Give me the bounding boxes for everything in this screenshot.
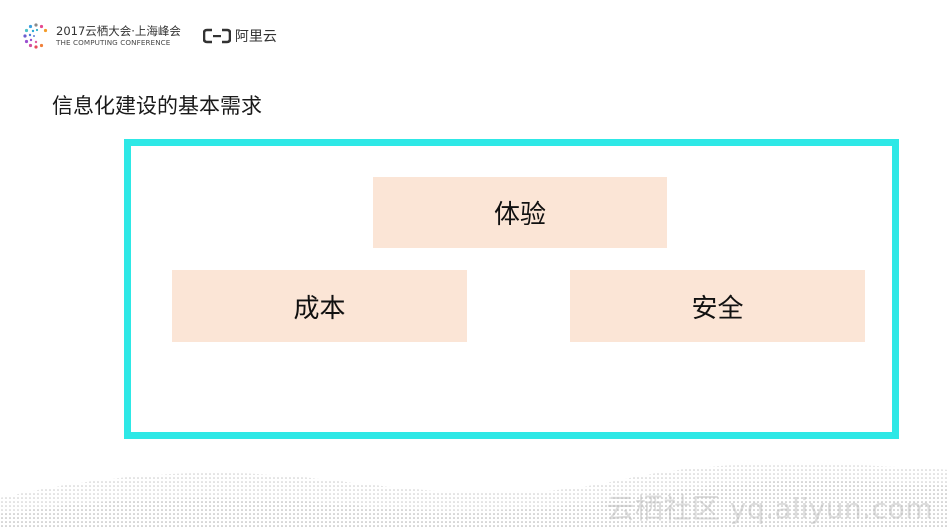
aliyun-bracket-icon — [202, 28, 231, 44]
slide-title: 信息化建设的基本需求 — [52, 94, 262, 118]
requirements-frame: 体验 成本 安全 — [124, 139, 899, 439]
aliyun-brand-text: 阿里云 — [234, 29, 277, 45]
box-security: 安全 — [570, 270, 865, 342]
conference-wordmark: 2017云栖大会·上海峰会 THE COMPUTING CONFERENCE — [56, 24, 181, 48]
conference-subtitle: THE COMPUTING CONFERENCE — [56, 38, 171, 47]
header-logos: 2017云栖大会·上海峰会 THE COMPUTING CONFERENCE 阿… — [22, 20, 277, 52]
watermark: 云栖社区 yq.aliyun.com — [606, 492, 933, 525]
aliyun-logo: 阿里云 — [202, 26, 277, 46]
conference-title: 2017云栖大会·上海峰会 — [56, 24, 181, 38]
box-experience: 体验 — [373, 177, 667, 248]
box-cost: 成本 — [172, 270, 467, 342]
dotted-wave-decoration — [0, 440, 949, 529]
computing-conference-logo-icon — [22, 22, 50, 50]
